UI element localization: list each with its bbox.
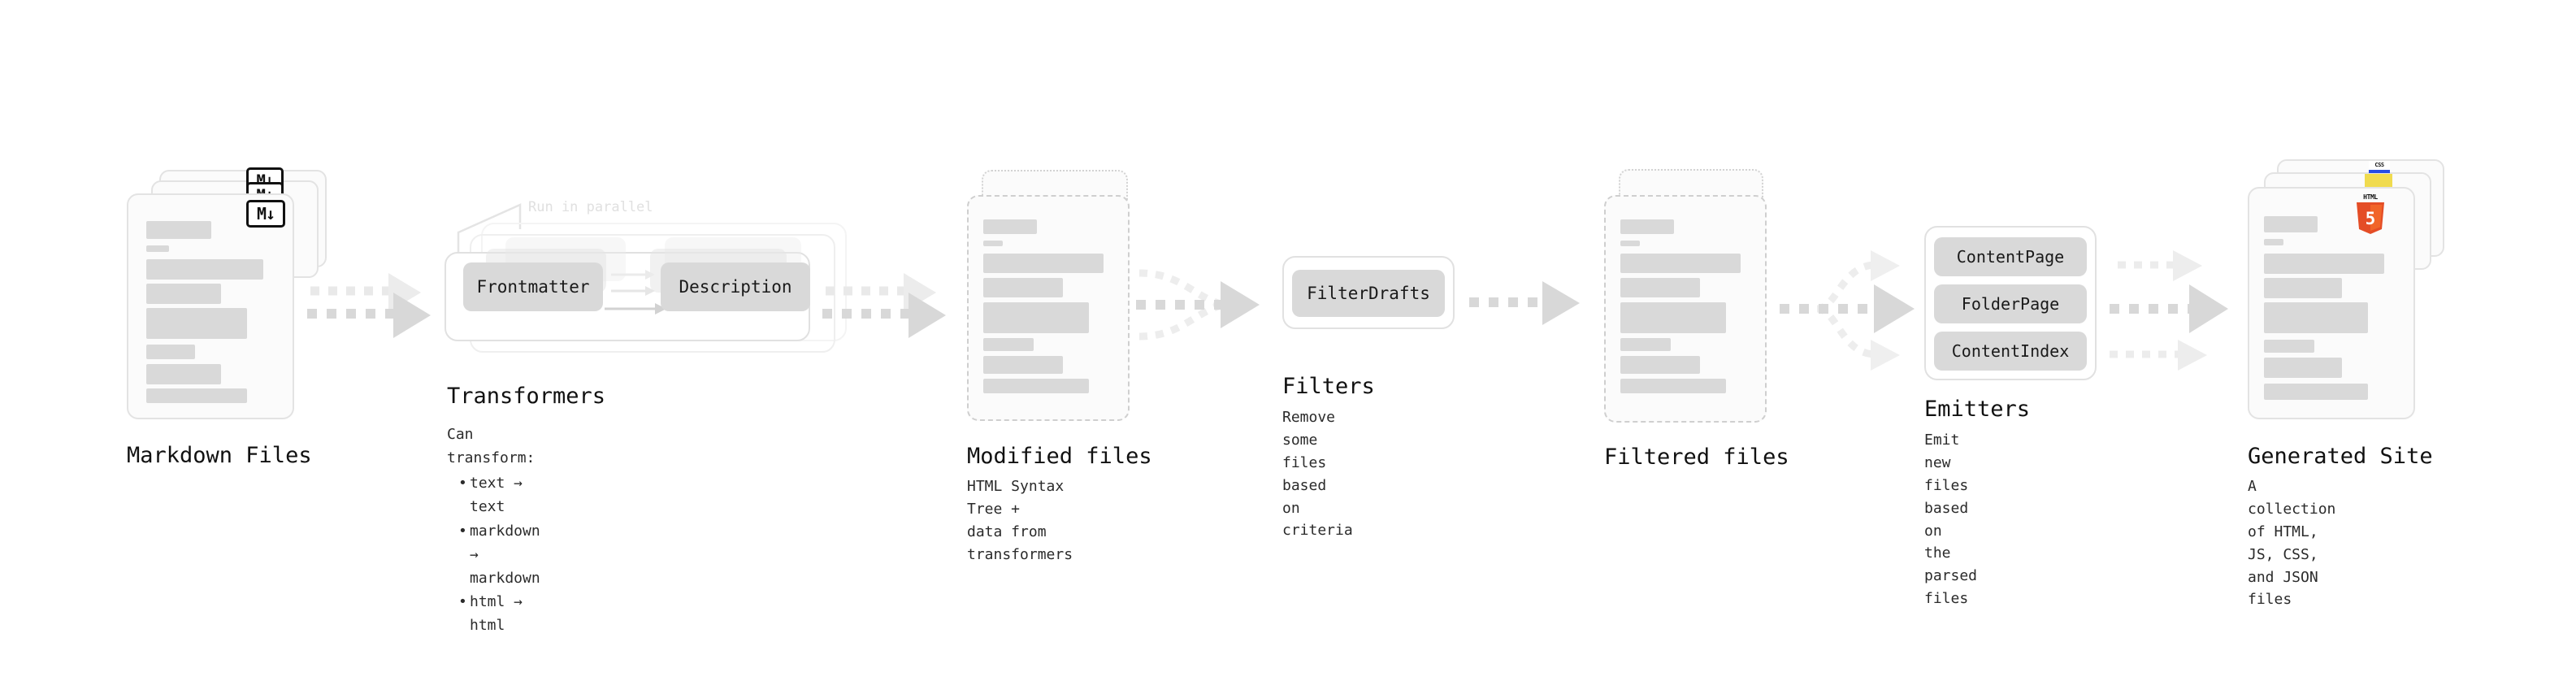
html5-badge: HTML 5 (2354, 193, 2387, 236)
css3-badge: CSS (2369, 161, 2390, 174)
filtered-card-front (1604, 195, 1767, 423)
markdown-badge-label: M↓ (256, 204, 275, 223)
skeleton-bar (2264, 216, 2318, 232)
skeleton-bar (2264, 384, 2368, 400)
skeleton-bar (1620, 356, 1700, 374)
skeleton-bar (983, 302, 1089, 333)
emitters-chip-folderpage-label: FolderPage (1961, 294, 2060, 314)
connector-filters-to-filtered (1469, 281, 1580, 325)
markdown-card-front (127, 193, 294, 419)
emitters-chip-contentpage[interactable]: ContentPage (1934, 237, 2087, 276)
transformers-chip-description[interactable]: Description (661, 262, 810, 311)
run-in-parallel-label: Run in parallel (528, 199, 653, 215)
skeleton-bar (983, 379, 1089, 393)
skeleton-bar (983, 254, 1104, 273)
skeleton-bar (2264, 340, 2314, 353)
stage-title-emitters: Emitters (1924, 397, 2031, 422)
stage-title-transformers: Transformers (447, 384, 606, 409)
filters-chip-filterdrafts-label: FilterDrafts (1307, 284, 1430, 303)
transformers-capability-items: text → text markdown → markdown html → h… (447, 471, 540, 637)
skeleton-bar (2264, 254, 2384, 274)
connector-filtered-to-emitters (1780, 250, 1915, 371)
filters-chip-filterdrafts[interactable]: FilterDrafts (1292, 270, 1445, 317)
connector-emitters-to-site (2110, 250, 2228, 371)
skeleton-bar (146, 345, 195, 359)
stage-subtitle-modified-files: HTML Syntax Tree + data from transformer… (967, 478, 1073, 563)
modified-card-front (967, 195, 1130, 421)
stage-title-filtered-files: Filtered files (1604, 445, 1789, 470)
transformers-capability-list: Can transform: text → text markdown → ma… (447, 423, 540, 637)
transformers-chip-frontmatter[interactable]: Frontmatter (463, 262, 603, 311)
skeleton-bar (146, 259, 263, 280)
skeleton-bar (983, 241, 1003, 246)
transformers-chip-description-label: Description (679, 277, 792, 297)
skeleton-bar (2264, 302, 2368, 333)
stage-title-generated-site: Generated Site (2248, 444, 2433, 469)
skeleton-bar (146, 284, 221, 304)
list-item: html → html (458, 590, 540, 637)
emitters-chip-contentpage-label: ContentPage (1956, 247, 2065, 267)
skeleton-bar (1620, 241, 1640, 246)
stage-subtitle-filters: Remove some files based on criteria (1282, 409, 1353, 540)
skeleton-bar (146, 245, 169, 252)
skeleton-bar (983, 356, 1063, 374)
list-item: text → text (458, 471, 540, 518)
emitters-chip-contentindex-label: ContentIndex (1951, 341, 2070, 361)
svg-text:5: 5 (2366, 209, 2376, 228)
list-item: markdown → markdown (458, 519, 540, 590)
skeleton-bar (2264, 278, 2342, 298)
skeleton-bar (1620, 254, 1741, 273)
skeleton-bar (146, 364, 221, 384)
transformers-capability-lead: Can transform: (447, 426, 536, 467)
connector-modified-to-filters (1136, 269, 1260, 340)
stage-title-modified-files: Modified files (967, 444, 1152, 469)
site-card-front (2248, 187, 2415, 419)
skeleton-bar (983, 278, 1063, 297)
skeleton-bar (1620, 379, 1726, 393)
skeleton-bar (1620, 278, 1700, 297)
skeleton-bar (146, 388, 247, 403)
skeleton-bar (2264, 358, 2342, 378)
skeleton-bar (1620, 219, 1674, 234)
transformers-chip-frontmatter-label: Frontmatter (476, 277, 590, 297)
stage-title-filters: Filters (1282, 374, 1375, 399)
skeleton-bar (2264, 239, 2283, 245)
skeleton-bar (1620, 338, 1671, 351)
skeleton-bar (146, 221, 211, 239)
connector-md-to-transformers (307, 273, 431, 338)
stage-title-markdown-files: Markdown Files (127, 443, 312, 468)
transformers-inner-arrows (605, 270, 666, 314)
skeleton-bar (1620, 302, 1726, 333)
stage-subtitle-generated-site: A collection of HTML, JS, CSS, and JSON … (2248, 478, 2336, 609)
markdown-badge: M↓ (246, 200, 285, 228)
stage-subtitle-emitters: Emit new files based on the parsed files (1924, 432, 1978, 608)
skeleton-bar (983, 219, 1037, 234)
run-in-parallel-bracket (457, 203, 522, 255)
emitters-chip-contentindex[interactable]: ContentIndex (1934, 332, 2087, 371)
emitters-chip-folderpage[interactable]: FolderPage (1934, 284, 2087, 323)
skeleton-bar (146, 308, 247, 339)
skeleton-bar (983, 338, 1034, 351)
connector-transformers-to-modified (822, 273, 946, 338)
